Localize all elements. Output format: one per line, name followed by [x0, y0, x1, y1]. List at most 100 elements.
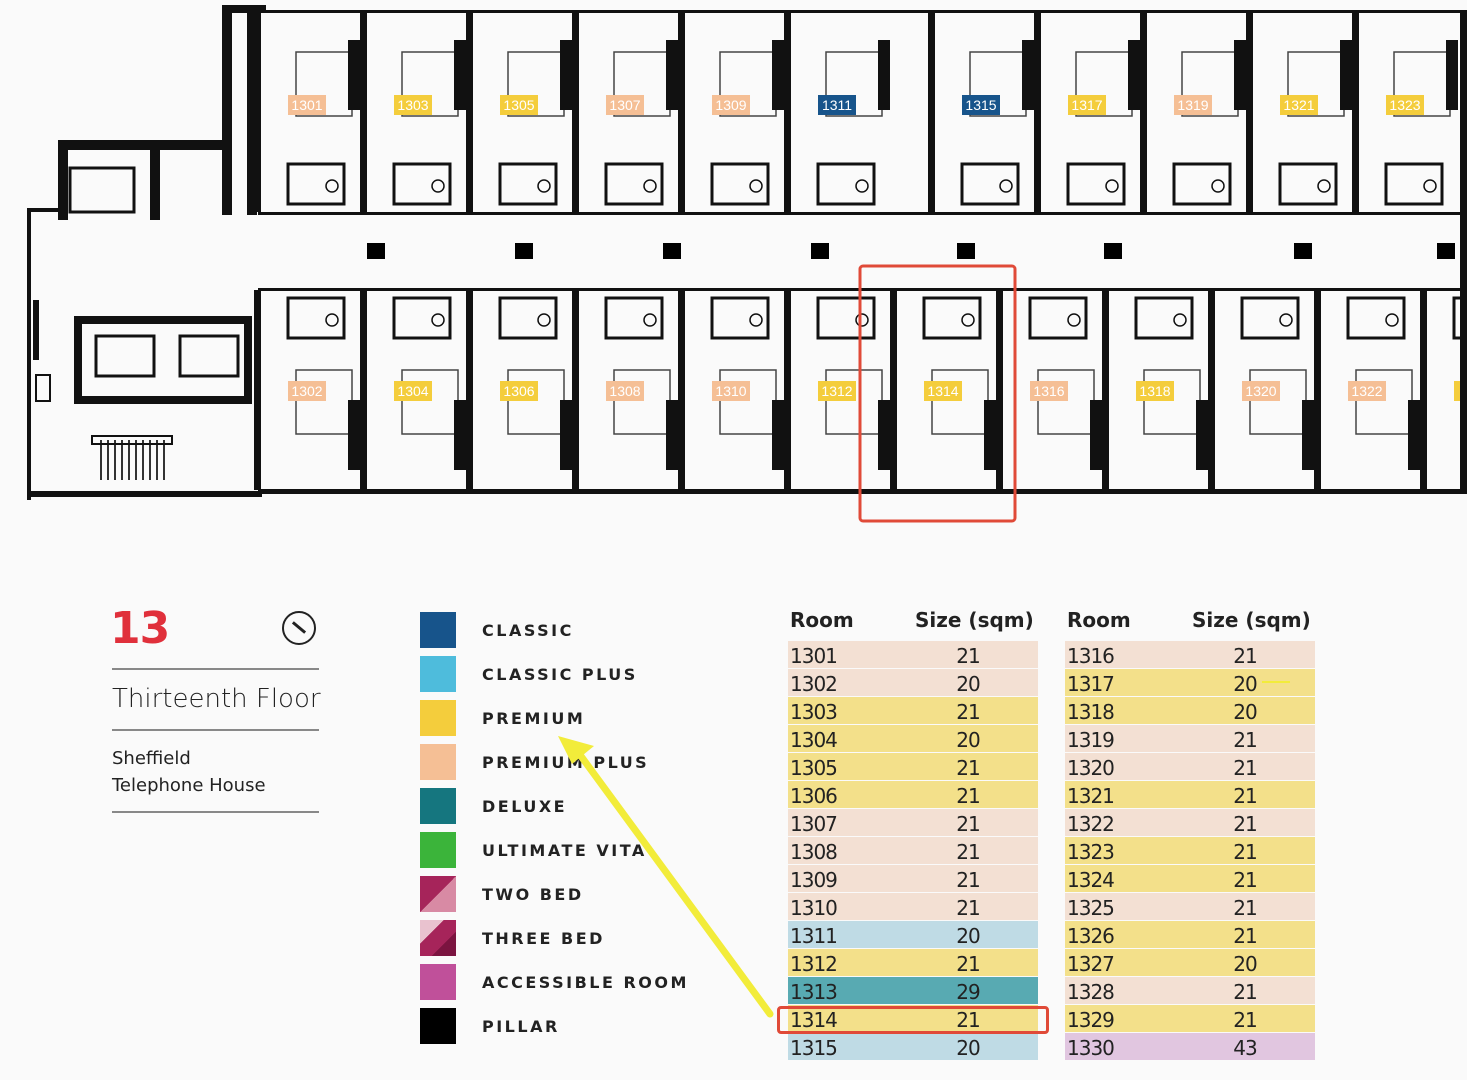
stair-tread [100, 440, 102, 480]
compass-icon [282, 611, 316, 645]
room-number-cell: 1304 [790, 728, 838, 752]
room-label-bg [1280, 95, 1318, 115]
room-label-bg [500, 95, 538, 115]
legend-swatch [420, 612, 456, 648]
shower-icon [431, 179, 445, 193]
bathroom-pod [960, 162, 1020, 206]
room-size-cell: 20 [956, 672, 980, 696]
room-label-bg [500, 381, 538, 401]
room-size-cell: 20 [1233, 952, 1257, 976]
desk [560, 40, 572, 110]
room-column-header: Room [790, 608, 854, 632]
room-size-cell: 21 [1233, 756, 1257, 780]
desk [666, 400, 678, 470]
room-size-cell: 21 [1233, 784, 1257, 808]
room-size-cell: 21 [956, 784, 980, 808]
partition-wall [1420, 290, 1427, 490]
outer-wall [27, 208, 67, 212]
room-size-cell: 20 [956, 924, 980, 948]
shower-icon [325, 179, 339, 193]
legend-label: ACCESSIBLE ROOM [482, 973, 689, 992]
stair-tread [135, 440, 137, 480]
room-label-bg [1136, 381, 1174, 401]
outer-wall [222, 5, 232, 215]
partition-wall [572, 12, 579, 212]
divider [112, 811, 319, 813]
desk [1196, 400, 1208, 470]
floor-number: 13 [110, 603, 170, 654]
room-label: 1305 [503, 97, 534, 113]
shower-icon [325, 313, 339, 327]
partition-wall [678, 290, 685, 490]
room-label-bg [1068, 95, 1106, 115]
room-size-cell: 21 [1233, 980, 1257, 1004]
divider [112, 668, 319, 670]
room-size-cell: 21 [956, 952, 980, 976]
bathroom-pod [1240, 296, 1300, 340]
room-size-cell: 21 [956, 644, 980, 668]
desk [666, 40, 678, 110]
outer-wall [27, 491, 262, 497]
stair-tread [142, 440, 144, 480]
outer-wall [258, 10, 1467, 13]
bathroom-pod [286, 296, 346, 340]
room-column-header: Room [1067, 608, 1131, 632]
partition-wall [928, 12, 935, 212]
room-number-cell: 1318 [1067, 700, 1115, 724]
bathroom-pod [1172, 162, 1232, 206]
room-size-cell: 20 [956, 728, 980, 752]
room-label-bg [712, 95, 750, 115]
room-label: 1320 [1245, 383, 1276, 399]
partition-wall [678, 12, 685, 212]
partition-wall [890, 290, 897, 490]
room-size-cell: 21 [1233, 812, 1257, 836]
room-number-cell: 1301 [790, 644, 838, 668]
pillar [811, 243, 829, 259]
partition-wall [466, 12, 473, 212]
shower-icon [1423, 179, 1437, 193]
room-label: 1319 [1177, 97, 1208, 113]
shower-icon [961, 313, 975, 327]
shower-icon [1317, 179, 1331, 193]
room-label: 1311 [822, 97, 852, 113]
bathroom-pod [604, 296, 664, 340]
arrow-annotation [571, 744, 774, 1018]
room-number-cell: 1306 [790, 784, 838, 808]
partition-wall [572, 290, 579, 490]
room-label: 1308 [609, 383, 640, 399]
divider [112, 729, 319, 731]
room-size-cell: 21 [956, 812, 980, 836]
legend-swatch [420, 1008, 456, 1044]
partition-wall [466, 290, 473, 490]
room-size-cell: 20 [1233, 672, 1257, 696]
room-size-cell: 21 [1233, 1008, 1257, 1032]
shower-icon [643, 313, 657, 327]
room-size-cell: 21 [1233, 924, 1257, 948]
room-label: 1309 [715, 97, 746, 113]
room-label: 1306 [503, 383, 534, 399]
desk [772, 400, 784, 470]
legend-label: PREMIUM [482, 709, 586, 728]
room-number-cell: 1316 [1067, 644, 1115, 668]
legend-label: CLASSIC [482, 621, 574, 640]
desk [454, 400, 466, 470]
room-number-cell: 1325 [1067, 896, 1115, 920]
room-label: 1310 [715, 383, 746, 399]
shower-icon [999, 179, 1013, 193]
riser [35, 374, 51, 402]
